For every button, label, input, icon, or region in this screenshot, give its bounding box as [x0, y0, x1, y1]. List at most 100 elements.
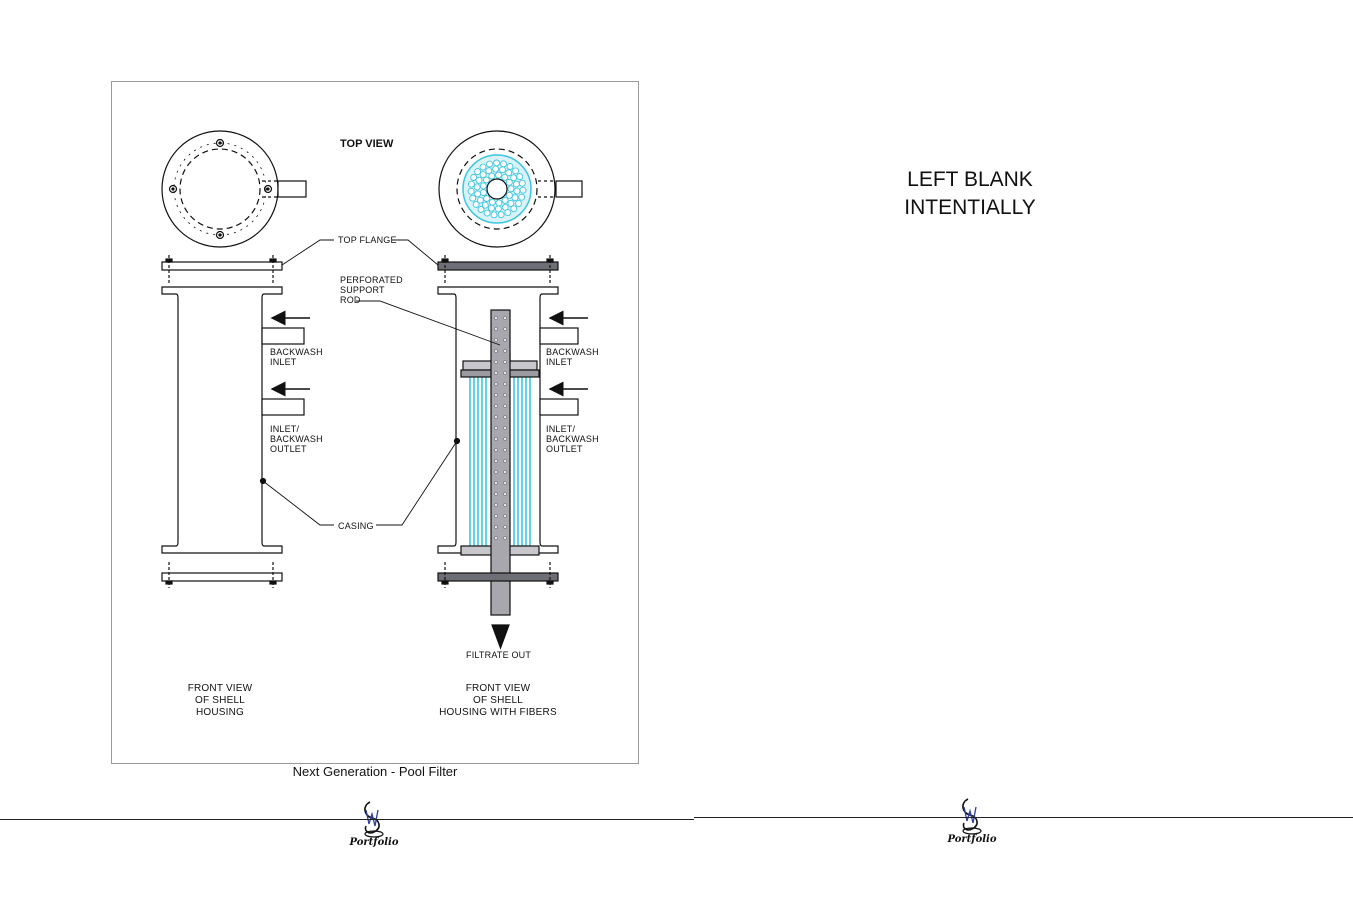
top-view-left [161, 130, 307, 248]
filtrate-out-label: FILTRATE OUT [466, 650, 531, 660]
footer-rule-right [694, 817, 1353, 818]
top-view-title: TOP VIEW [340, 138, 394, 150]
rod-perforation [494, 503, 498, 507]
fiber-cross-section [512, 180, 520, 188]
left-inlet-outlet-3: OUTLET [270, 444, 307, 454]
top-flange-label: TOP FLANGE [338, 235, 397, 245]
rod-perforation [494, 448, 498, 452]
rod-perforation [503, 349, 507, 353]
diagram-caption: Next Generation - Pool Filter [292, 764, 458, 779]
fiber-cross-section [501, 196, 509, 204]
rod-perforation [503, 525, 507, 529]
fiber-cross-section [474, 190, 482, 198]
rod-perforation [503, 404, 507, 408]
top-view-right [438, 130, 583, 248]
left-shell-housing [161, 255, 310, 588]
rod-perforation [494, 536, 498, 540]
fiber-cross-section [483, 195, 491, 202]
fiber-cross-section [501, 203, 509, 211]
fiber-cross-section [510, 205, 518, 213]
rod-perforation [503, 536, 507, 540]
left-backwash-inlet-2: INLET [270, 357, 297, 367]
fiber-cross-section [474, 168, 482, 176]
rod-perforation [494, 437, 498, 441]
left-caption-2: OF SHELL [195, 695, 245, 706]
right-inlet-outlet-3: OUTLET [546, 444, 583, 454]
rod-perforation [503, 459, 507, 463]
fiber-cross-section [516, 173, 524, 181]
fiber-cross-section [485, 167, 493, 175]
fiber-cross-section [479, 171, 487, 179]
rod-perforation [494, 349, 498, 353]
fiber-cross-section [470, 174, 478, 181]
right-backwash-inlet-2: INLET [546, 357, 573, 367]
fiber-cross-section [482, 176, 490, 184]
blank-line-2: INTENTIALLY [904, 196, 1036, 219]
rod-perforation [494, 492, 498, 496]
fiber-cross-section [477, 206, 485, 213]
fiber-cross-section [519, 186, 527, 194]
rod-perforation [503, 415, 507, 419]
left-caption-1: FRONT VIEW [188, 683, 253, 694]
fiber-cross-section [507, 199, 515, 207]
leader-lines [262, 239, 501, 526]
rod-perforation [503, 360, 507, 364]
fiber-cross-section [472, 200, 480, 208]
left-backwash-inlet-1: BACKWASH [270, 347, 323, 357]
perforated-label-3: ROD [340, 295, 361, 305]
casing-label: CASING [338, 521, 374, 531]
right-inlet-outlet-1: INLET/ [546, 424, 576, 434]
rod-perforation [494, 426, 498, 430]
fiber-cross-section [469, 194, 477, 202]
fiber-cross-section [467, 187, 475, 195]
fiber-cross-section [506, 163, 514, 170]
right-caption-1: FRONT VIEW [466, 683, 531, 694]
perforated-label-1: PERFORATED [340, 275, 403, 285]
logo-text-left: Portfolio [348, 837, 398, 848]
rod-perforation [503, 338, 507, 342]
fiber-cross-section [467, 180, 475, 188]
rod-perforation [503, 316, 507, 320]
portfolio-logo-right: Portfolio [946, 798, 997, 845]
fiber-cross-section [479, 163, 487, 171]
fiber-cross-section [511, 194, 519, 202]
fiber-cross-section [486, 160, 493, 168]
portfolio-logo-left: Portfolio [348, 801, 399, 848]
fiber-cross-section [518, 179, 526, 187]
rod-perforation [494, 338, 498, 342]
fiber-cross-section [473, 183, 481, 191]
rod-perforation [503, 426, 507, 430]
rod-perforation [494, 327, 498, 331]
right-backwash-inlet-1: BACKWASH [546, 347, 599, 357]
rod-perforation [494, 514, 498, 518]
rod-perforation [503, 437, 507, 441]
rod-perforation [503, 514, 507, 518]
fiber-cross-section [510, 174, 518, 182]
fiber-cross-section [483, 209, 491, 217]
fiber-cross-section [513, 187, 521, 195]
fiber-cross-section [492, 165, 500, 173]
right-caption-3: HOUSING WITH FIBERS [439, 707, 557, 718]
rod-perforation [494, 316, 498, 320]
fiber-cross-section [480, 189, 487, 197]
rod-perforation [503, 448, 507, 452]
rod-perforation [503, 382, 507, 386]
fiber-cross-section [476, 196, 484, 204]
rod-perforation [494, 525, 498, 529]
fiber-cross-section [512, 167, 520, 175]
fiber-cross-section [495, 171, 502, 179]
rod-perforation [494, 371, 498, 375]
rod-perforation [494, 459, 498, 463]
fiber-cross-section [518, 193, 526, 201]
perforated-label-2: SUPPORT [340, 285, 385, 295]
fiber-cross-section [515, 200, 522, 208]
blank-line-1: LEFT BLANK [907, 168, 1033, 191]
fiber-cross-section [479, 182, 487, 190]
fiber-cross-section [505, 169, 513, 177]
rod-perforation [494, 470, 498, 474]
rod-perforation [503, 327, 507, 331]
rod-perforation [503, 371, 507, 375]
right-caption-2: OF SHELL [473, 695, 523, 706]
